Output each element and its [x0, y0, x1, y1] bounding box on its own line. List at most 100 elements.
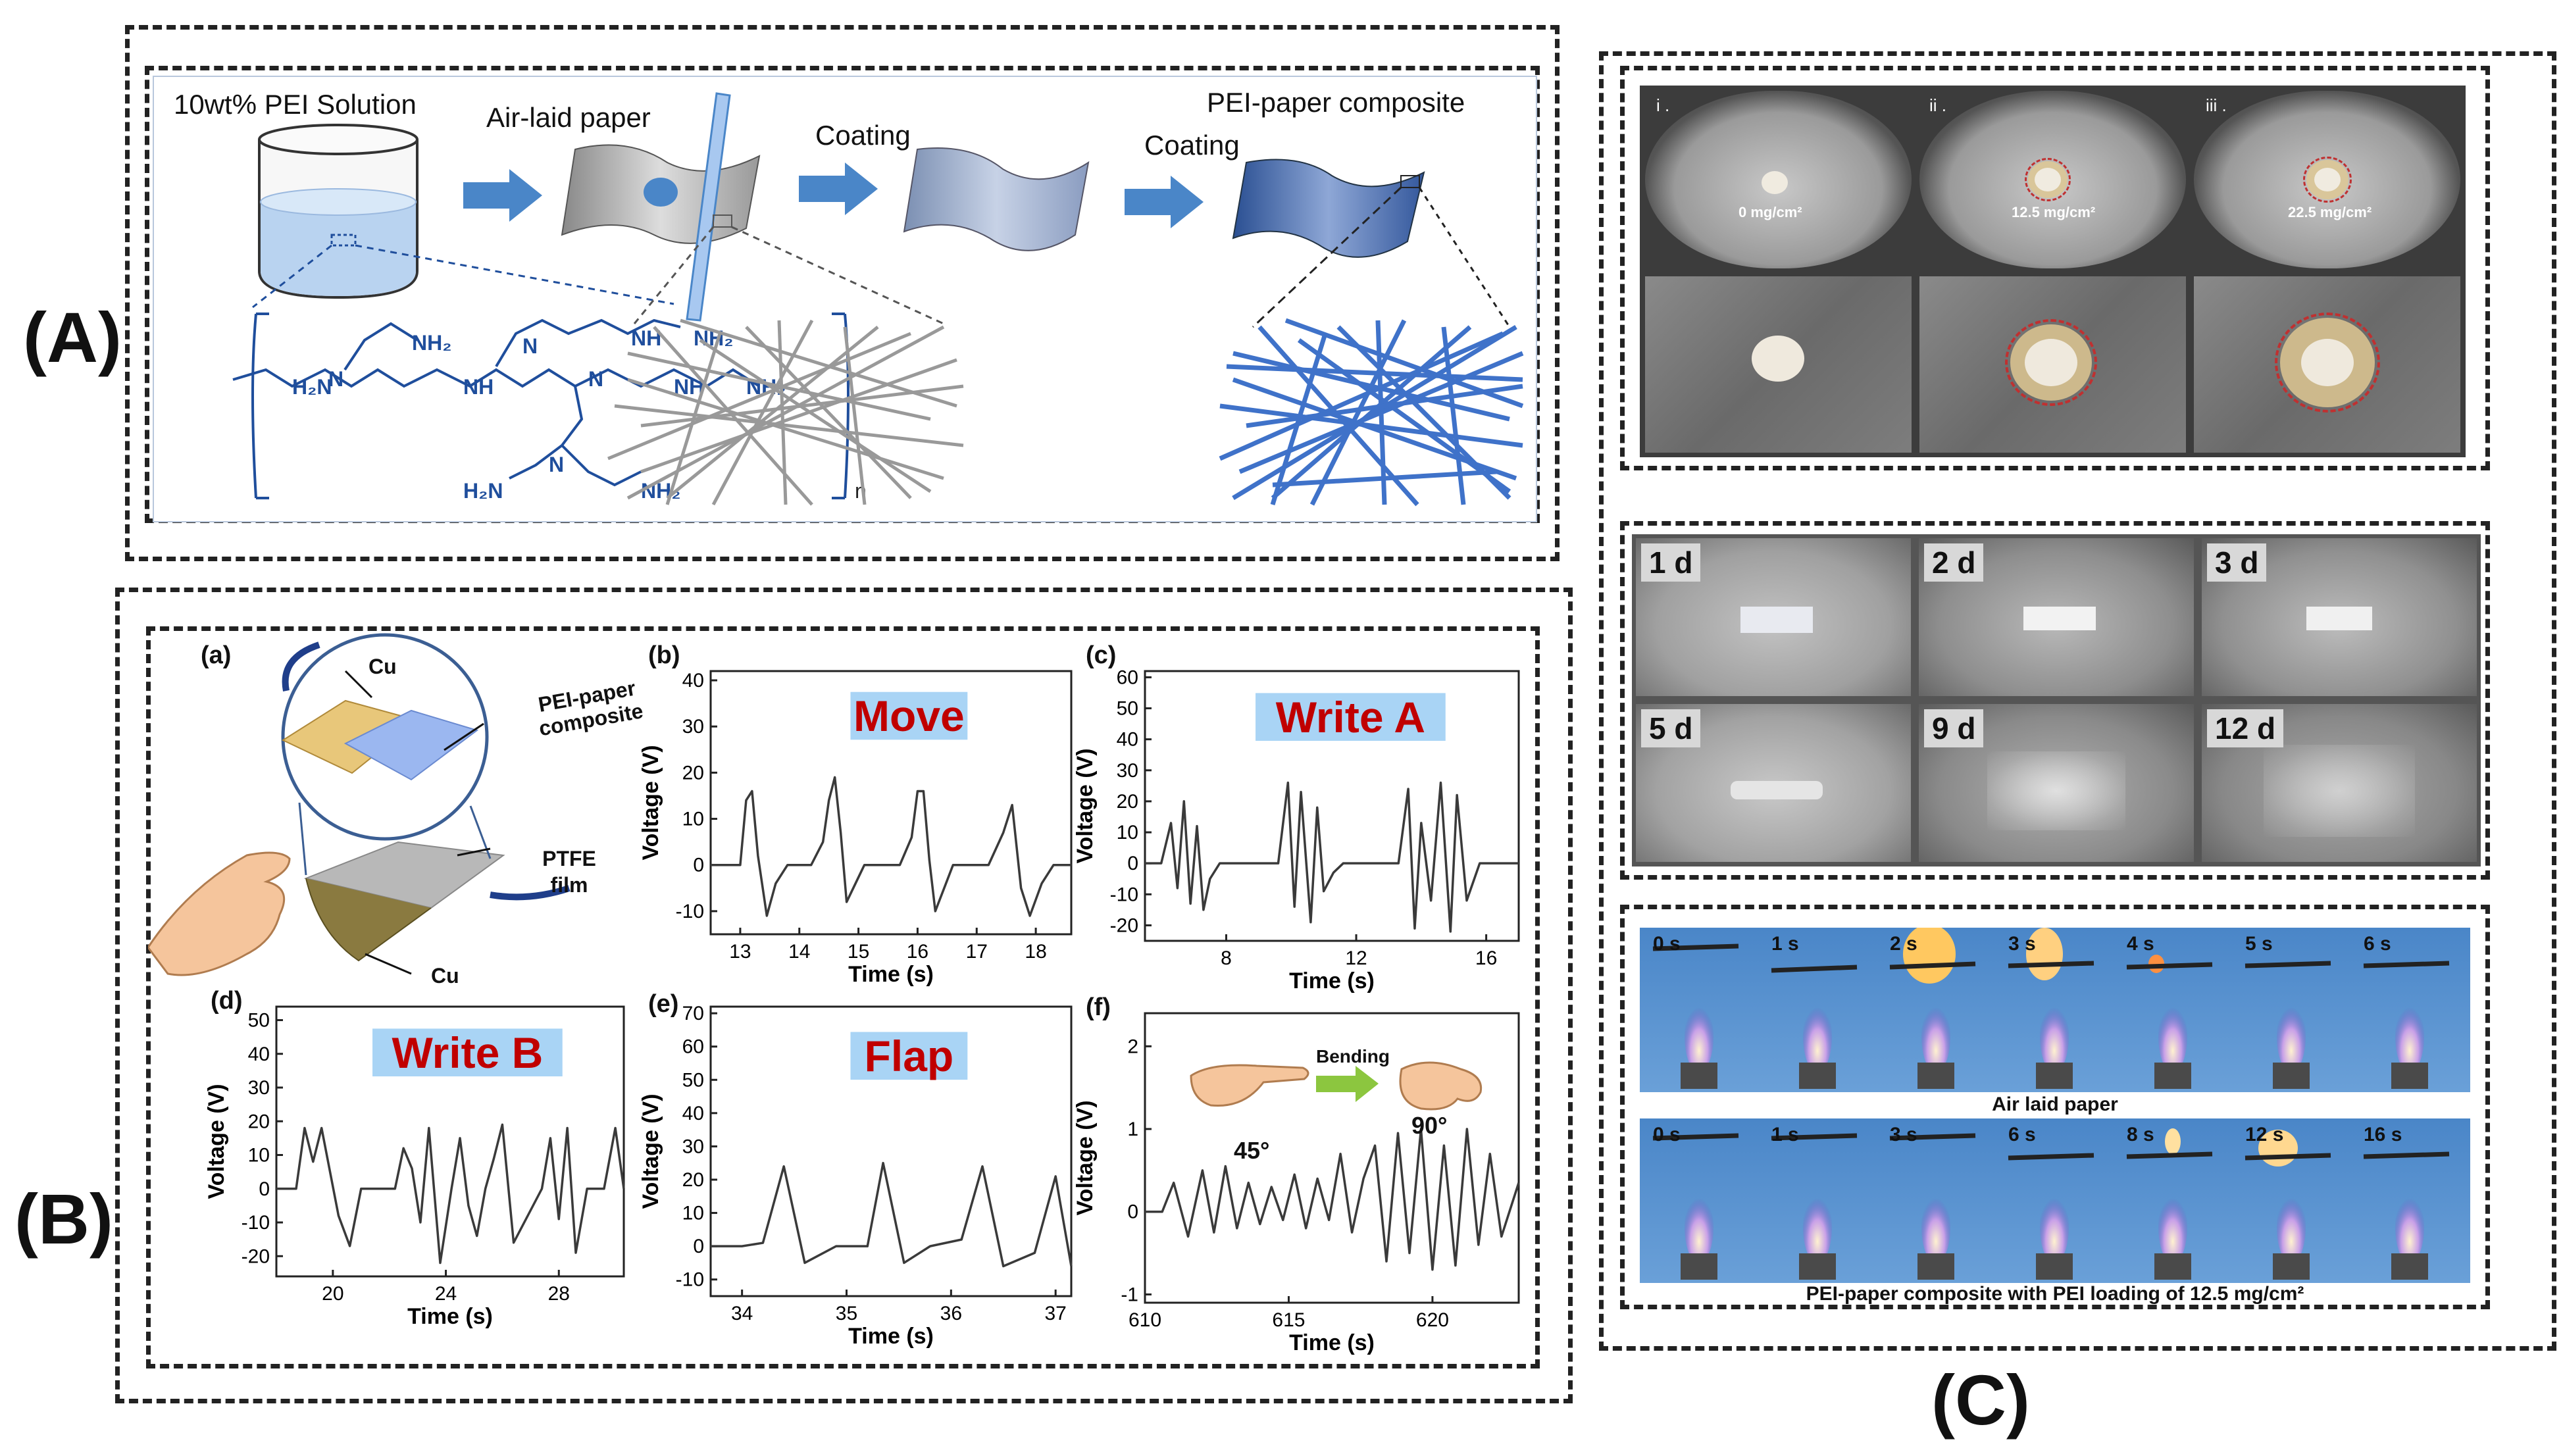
- y-tick-label: 1: [1127, 1118, 1138, 1140]
- bending-label: Bending: [1316, 1046, 1390, 1067]
- voltage-series-line: [1145, 1128, 1520, 1271]
- day-label-1: 1 d: [1641, 543, 1701, 582]
- y-tick-label: 40: [248, 1043, 270, 1065]
- y-tick-label: 10: [682, 1203, 704, 1224]
- burn1-t6: 6 s: [2364, 933, 2391, 955]
- panel-label-c: (C): [1931, 1360, 2030, 1440]
- y-axis-label: Voltage (V): [638, 1093, 663, 1209]
- label-ptfe: PTFE film: [542, 847, 596, 897]
- svg-text:H₂N: H₂N: [463, 479, 503, 503]
- sample-3: [2303, 157, 2352, 203]
- burn1-t1: 1 s: [1771, 933, 1799, 955]
- y-axis-label: Voltage (V): [638, 745, 663, 860]
- burn1-t4: 4 s: [2127, 933, 2154, 955]
- x-axis-label: Time (s): [848, 1324, 934, 1349]
- sublabel-b: (b): [648, 641, 680, 669]
- straight-finger-icon: [1190, 1064, 1309, 1107]
- strip-3: [2306, 607, 2372, 630]
- y-tick-label: 50: [1117, 698, 1138, 720]
- plot-frame: [709, 1005, 1073, 1297]
- sublabel-f: (f): [1086, 993, 1111, 1021]
- panel-a-schematic: 10wt% PEI Solution Air-laid paper Coatin…: [153, 76, 1537, 522]
- svg-text:N: N: [328, 367, 343, 391]
- strip-9: [1987, 751, 2125, 830]
- x-tick-label: 615: [1272, 1309, 1305, 1331]
- x-axis-label: Time (s): [407, 1304, 493, 1329]
- plot-frame: [1144, 1012, 1520, 1304]
- sublabel-e: (e): [648, 990, 679, 1018]
- strip-5: [1731, 781, 1823, 799]
- solution-label: 10wt% PEI Solution: [174, 89, 417, 120]
- x-tick-label: 8: [1221, 947, 1232, 969]
- y-tick-label: 0: [693, 1236, 704, 1257]
- finger-icon: [148, 851, 291, 976]
- y-tick-label: 70: [682, 1003, 704, 1024]
- panel-c2-frame: [1620, 521, 2490, 880]
- chem-h2n-left: H₂N: [292, 375, 332, 399]
- y-tick-label: 50: [248, 1010, 270, 1032]
- y-tick-label: -10: [241, 1212, 270, 1234]
- burn2-t2: 3 s: [1890, 1124, 1917, 1145]
- y-tick-label: 20: [248, 1111, 270, 1132]
- y-axis-label: Voltage (V): [1073, 748, 1098, 863]
- arrow-icon-1: [463, 169, 542, 222]
- x-tick-label: 18: [1025, 941, 1046, 963]
- y-tick-label: 30: [682, 716, 704, 738]
- y-tick-label: 0: [1127, 1201, 1138, 1223]
- arrow-icon-2: [799, 163, 878, 215]
- y-tick-label: 0: [259, 1178, 270, 1200]
- burn2-t3: 6 s: [2008, 1124, 2036, 1145]
- coated-paper-2: [1232, 159, 1425, 258]
- day-label-2: 2 d: [1924, 543, 1984, 582]
- day-label-9: 9 d: [1924, 709, 1984, 747]
- loading-12-5: 12.5 mg/cm²: [2012, 204, 2096, 220]
- y-tick-label: 20: [1117, 791, 1138, 813]
- voltage-series-line: [276, 1123, 625, 1265]
- sample-1: [1762, 171, 1788, 194]
- chart-title: Move: [853, 691, 965, 740]
- burn2-t4: 8 s: [2127, 1124, 2154, 1145]
- green-arrow-icon: [1316, 1066, 1379, 1102]
- x-tick-label: 34: [731, 1303, 753, 1324]
- chart-title-bg: [850, 691, 968, 740]
- airlaid-label: Air-laid paper: [486, 102, 651, 133]
- x-tick-label: 15: [848, 941, 869, 963]
- y-tick-label: 0: [1127, 853, 1138, 874]
- zoom-sample-1: [1752, 336, 1804, 382]
- coated-paper-1: [903, 147, 1090, 251]
- svg-text:NH: NH: [463, 375, 494, 399]
- zoom-sample-3: [2275, 313, 2380, 413]
- panel-label-a: (A): [23, 297, 122, 377]
- panel-a-outer-frame: [125, 25, 1560, 561]
- sample-2: [2025, 158, 2071, 201]
- panel-c3-frame: [1620, 905, 2490, 1309]
- dish-label-iii: iii .: [2206, 95, 2227, 115]
- burn1-t0: 0 s: [1653, 933, 1681, 955]
- y-axis-label: Voltage (V): [1073, 1100, 1098, 1215]
- y-tick-label: 60: [682, 1036, 704, 1058]
- y-tick-label: 30: [682, 1136, 704, 1157]
- plot-frame: [275, 1005, 625, 1278]
- coating-label-2: Coating: [1144, 130, 1240, 161]
- dish-label-ii: ii .: [1929, 95, 1946, 115]
- chart-title: Flap: [865, 1032, 954, 1080]
- burn2-caption: PEI-paper composite with PEI loading of …: [1806, 1283, 2304, 1305]
- y-tick-label: 40: [1117, 729, 1138, 751]
- panel-b-inner-frame: [146, 626, 1540, 1368]
- bending-inset: [1190, 1061, 1483, 1111]
- y-tick-label: -10: [676, 901, 704, 922]
- loading-22-5: 22.5 mg/cm²: [2288, 204, 2372, 220]
- zoom-sample-2: [2005, 319, 2097, 406]
- x-tick-label: 28: [548, 1283, 570, 1305]
- chart-title: Write A: [1276, 693, 1425, 741]
- pei-structure: [232, 313, 850, 499]
- strip-12: [2264, 745, 2415, 837]
- svg-text:N: N: [522, 334, 538, 358]
- y-tick-label: 60: [1117, 666, 1138, 688]
- burn2-t1: 1 s: [1771, 1124, 1799, 1145]
- chart-title-bg: [1256, 693, 1446, 741]
